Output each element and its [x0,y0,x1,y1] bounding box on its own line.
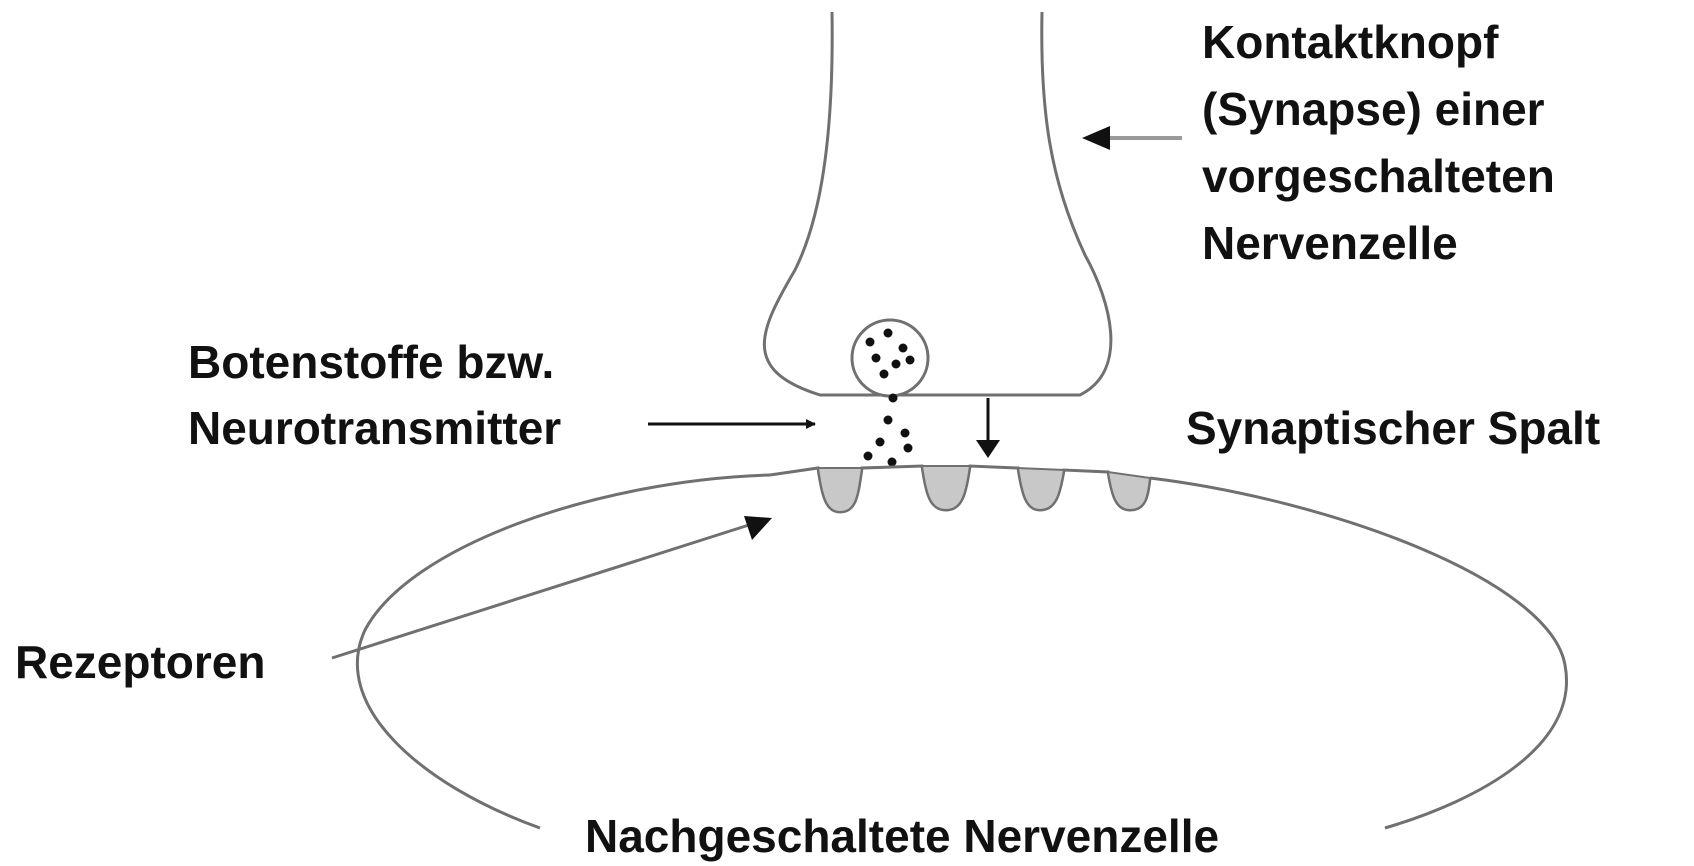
receptor [818,468,862,512]
neurotransmitter-dot [864,452,873,461]
released-neurotransmitters [864,394,913,467]
presynaptic-label-line-2: (Synapse) einer [1202,83,1545,135]
neurotransmitter-dot [866,338,875,347]
receptor [1108,472,1150,510]
presynaptic-label: Kontaktknopf (Synapse) einer vorgeschalt… [1202,16,1568,269]
neurotransmitter-dot [892,360,901,369]
neurotransmitter-dot [880,370,889,379]
receptor-pointer-arrowhead [744,516,772,540]
postsynaptic-cell-outline [357,475,770,828]
postsynaptic-label: Nachgeschaltete Nervenzelle [585,810,1219,862]
receptor [922,466,970,510]
neurotransmitter-dot [888,458,897,467]
presynaptic-terminal-outline [764,12,1111,395]
synaptic-cleft-label: Synaptischer Spalt [1186,402,1600,454]
receptor [1018,468,1064,510]
cleft-arrowhead [976,440,1000,458]
presynaptic-label-line-4: Nervenzelle [1202,217,1458,269]
neurotransmitter-dot [884,416,893,425]
presynaptic-label-line-1: Kontaktknopf [1202,16,1499,68]
neurotransmitter-dot [872,354,881,363]
transmitter-label-line-2: Neurotransmitter [188,402,561,454]
receptors-label: Rezeptoren [15,636,265,688]
transmitter-label: Botenstoffe bzw. Neurotransmitter [188,336,567,454]
neurotransmitter-dot [901,429,910,438]
neurotransmitter-dot [876,438,885,447]
neurotransmitter-dot [884,329,893,338]
transmitter-label-line-1: Botenstoffe bzw. [188,336,554,388]
neurotransmitter-dot [904,444,913,453]
neurotransmitter-dot [906,356,915,365]
postsynaptic-cell-outline-right [1150,478,1567,828]
neurotransmitter-dot [899,344,908,353]
presynaptic-label-line-3: vorgeschalteten [1202,150,1555,202]
neurotransmitter-dot [889,394,898,403]
presynaptic-pointer-arrowhead [1082,126,1110,150]
